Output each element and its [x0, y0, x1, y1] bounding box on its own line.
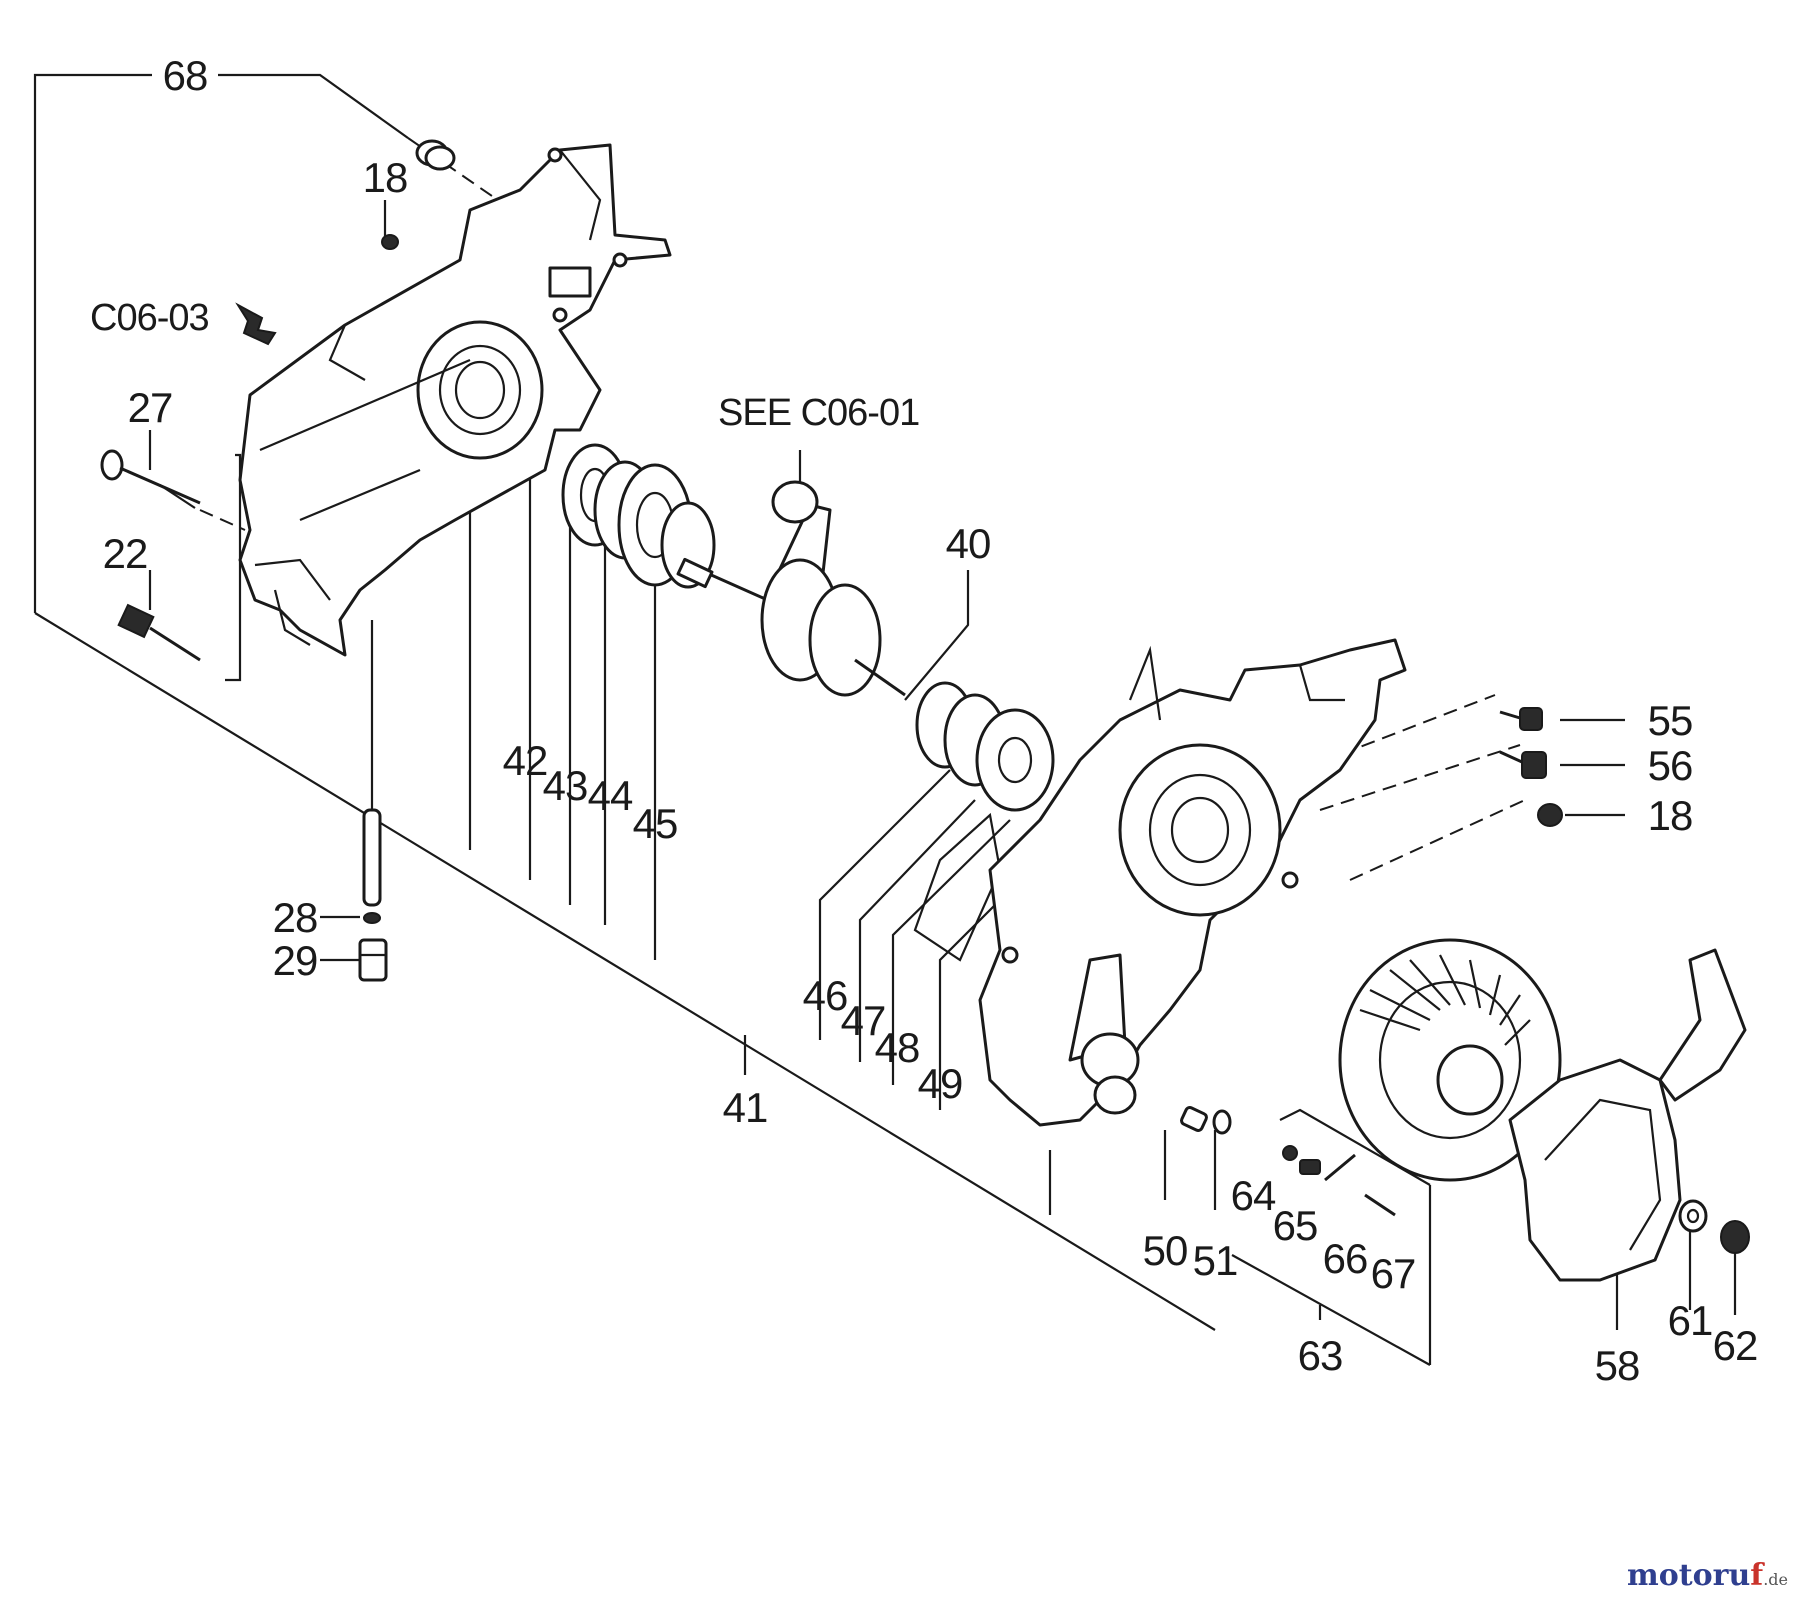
callout-66: 66 — [1323, 1235, 1368, 1282]
callout-61: 61 — [1668, 1297, 1713, 1344]
callout-46: 46 — [803, 972, 848, 1019]
small-parts-63-set — [1282, 1145, 1396, 1217]
gasket-49 — [913, 812, 1002, 962]
callout-41: 41 — [723, 1084, 768, 1131]
bolt-55 — [1499, 707, 1543, 731]
seal-bearing-right — [915, 681, 1055, 812]
watermark-main: motoru — [1627, 1558, 1751, 1593]
callout-65: 65 — [1273, 1202, 1318, 1249]
watermark-accent: f — [1750, 1558, 1764, 1593]
callout-48: 48 — [875, 1024, 920, 1071]
callout-49: 49 — [918, 1060, 963, 1107]
crankcase-half-left — [238, 143, 672, 657]
watermark-tld: .de — [1763, 1570, 1788, 1589]
screw-27 — [100, 449, 201, 509]
callout-44: 44 — [588, 772, 633, 819]
bolt-29 — [358, 938, 388, 982]
callout-51: 51 — [1193, 1237, 1238, 1284]
starter-housing-58 — [1508, 948, 1747, 1282]
reference-arrow-icon — [235, 302, 277, 346]
reference-see-c06-01: SEE C06-01 — [718, 392, 919, 434]
callout-62: 62 — [1713, 1322, 1758, 1369]
callout-64: 64 — [1231, 1172, 1276, 1219]
washer-61 — [1678, 1199, 1708, 1233]
callout-56: 56 — [1648, 742, 1693, 789]
callout-labels: 68 18 C06-03 27 22 28 29 SEE C06-01 40 4… — [90, 52, 1758, 1389]
callout-27: 27 — [128, 384, 173, 431]
callout-18-right: 18 — [1648, 792, 1693, 839]
callout-43: 43 — [543, 762, 588, 809]
callout-58: 58 — [1595, 1342, 1640, 1389]
callout-67: 67 — [1371, 1250, 1416, 1297]
callout-63: 63 — [1298, 1332, 1343, 1379]
callout-42: 42 — [503, 737, 548, 784]
callout-50: 50 — [1143, 1227, 1188, 1274]
bolt-56 — [1499, 750, 1547, 779]
pin-50 — [1180, 1106, 1208, 1132]
pin-28 — [362, 808, 382, 924]
washer-51 — [1212, 1109, 1232, 1135]
nut-18-top — [381, 234, 399, 250]
flywheel — [1338, 938, 1562, 1182]
callout-47: 47 — [841, 997, 886, 1044]
callout-40: 40 — [946, 520, 991, 567]
nut-18-right — [1537, 803, 1563, 827]
callout-68: 68 — [163, 52, 208, 99]
crankshaft — [676, 480, 906, 697]
reference-c06-03: C06-03 — [90, 297, 209, 339]
callout-45: 45 — [633, 800, 678, 847]
callout-29: 29 — [273, 937, 318, 984]
screw-22 — [117, 603, 201, 662]
bearing-stack — [561, 443, 716, 589]
plug-part — [415, 139, 456, 171]
callout-22: 22 — [103, 530, 148, 577]
callout-28: 28 — [273, 894, 318, 941]
watermark-logo: motoruf.de — [1627, 1558, 1788, 1593]
callout-55: 55 — [1648, 697, 1693, 744]
nut-62 — [1720, 1220, 1750, 1254]
callout-18-top: 18 — [363, 154, 408, 201]
crankcase-half-right — [978, 638, 1407, 1127]
